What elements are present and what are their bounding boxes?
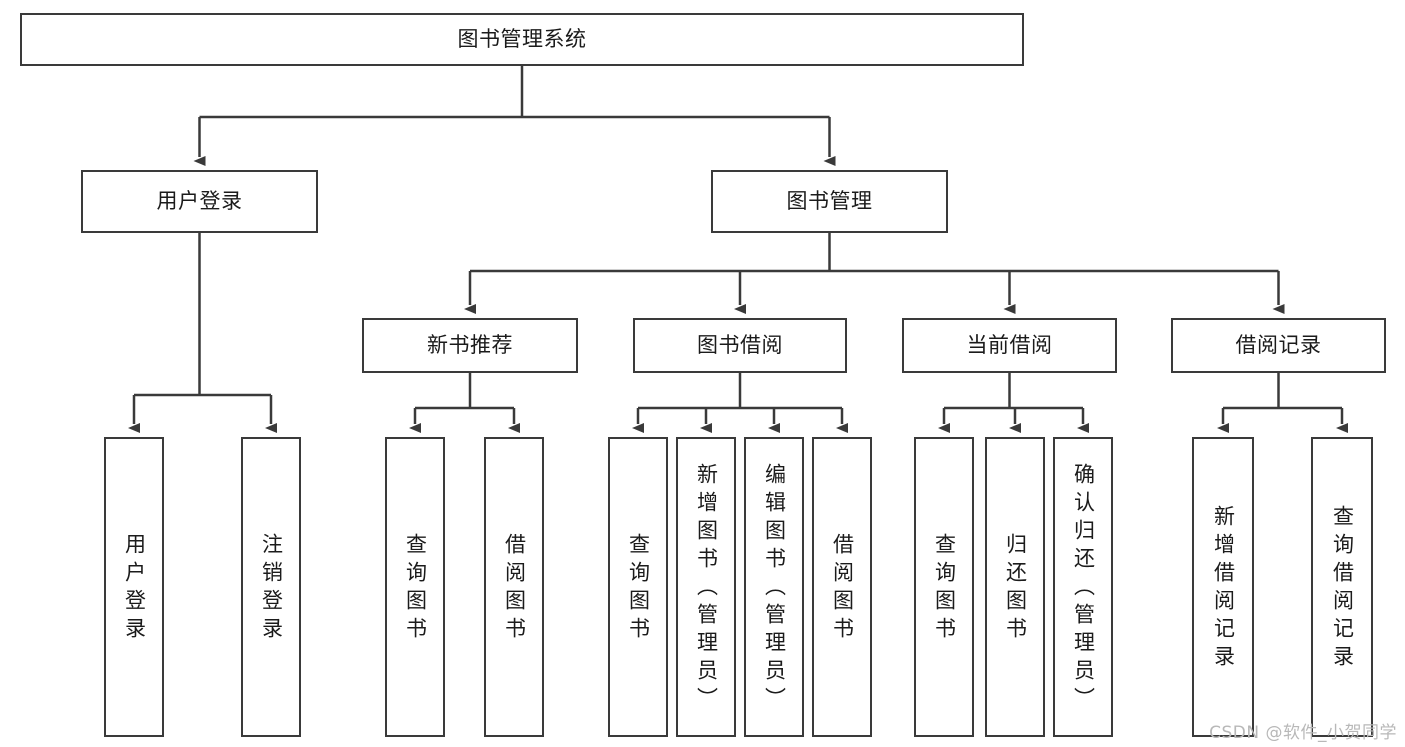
- node-leaf-borrow-book[interactable]: 借阅图书: [812, 437, 872, 737]
- node-root[interactable]: 图书管理系统: [20, 13, 1024, 66]
- node-leaf-query-book-current[interactable]: 查询图书: [914, 437, 974, 737]
- node-leaf-add-book-admin[interactable]: 新增图书（管理员）: [676, 437, 736, 737]
- node-label: 查询借阅记录: [1330, 505, 1355, 673]
- node-current-borrow[interactable]: 当前借阅: [902, 318, 1117, 373]
- node-leaf-logout[interactable]: 注销登录: [241, 437, 301, 737]
- node-label: 归还图书: [1003, 533, 1028, 645]
- node-book-manage[interactable]: 图书管理: [711, 170, 948, 233]
- node-leaf-query-book-new[interactable]: 查询图书: [385, 437, 445, 737]
- node-label: 查询图书: [403, 533, 428, 645]
- node-leaf-query-book-borrow[interactable]: 查询图书: [608, 437, 668, 737]
- node-label: 借阅记录: [1235, 332, 1322, 357]
- node-book-borrow[interactable]: 图书借阅: [633, 318, 847, 373]
- node-label: 图书借阅: [697, 332, 783, 357]
- node-user-login[interactable]: 用户登录: [81, 170, 318, 233]
- node-label: 借阅图书: [502, 533, 527, 645]
- node-leaf-confirm-return-admin[interactable]: 确认归还（管理员）: [1053, 437, 1113, 737]
- node-label: 新书推荐: [427, 332, 513, 357]
- node-leaf-borrow-book-new[interactable]: 借阅图书: [484, 437, 544, 737]
- node-label: 查询图书: [932, 533, 957, 645]
- node-leaf-edit-book-admin[interactable]: 编辑图书（管理员）: [744, 437, 804, 737]
- node-label: 图书管理: [786, 188, 873, 213]
- node-label: 查询图书: [626, 533, 651, 645]
- node-leaf-query-borrow-record[interactable]: 查询借阅记录: [1311, 437, 1373, 737]
- node-new-book-recommend[interactable]: 新书推荐: [362, 318, 578, 373]
- node-borrow-record[interactable]: 借阅记录: [1171, 318, 1386, 373]
- node-label: 编辑图书（管理员）: [762, 463, 787, 715]
- node-label: 用户登录: [122, 533, 147, 645]
- node-label: 确认归还（管理员）: [1071, 463, 1096, 715]
- node-label: 注销登录: [259, 533, 284, 645]
- node-label: 新增借阅记录: [1211, 505, 1236, 673]
- node-label: 借阅图书: [830, 533, 855, 645]
- node-leaf-user-login[interactable]: 用户登录: [104, 437, 164, 737]
- node-label: 当前借阅: [966, 332, 1053, 357]
- node-leaf-add-borrow-record[interactable]: 新增借阅记录: [1192, 437, 1254, 737]
- node-label: 图书管理系统: [457, 26, 587, 51]
- node-label: 新增图书（管理员）: [694, 463, 719, 715]
- node-label: 用户登录: [156, 188, 243, 213]
- csdn-watermark: CSDN @软件_小贺同学: [1209, 723, 1397, 743]
- node-leaf-return-book[interactable]: 归还图书: [985, 437, 1045, 737]
